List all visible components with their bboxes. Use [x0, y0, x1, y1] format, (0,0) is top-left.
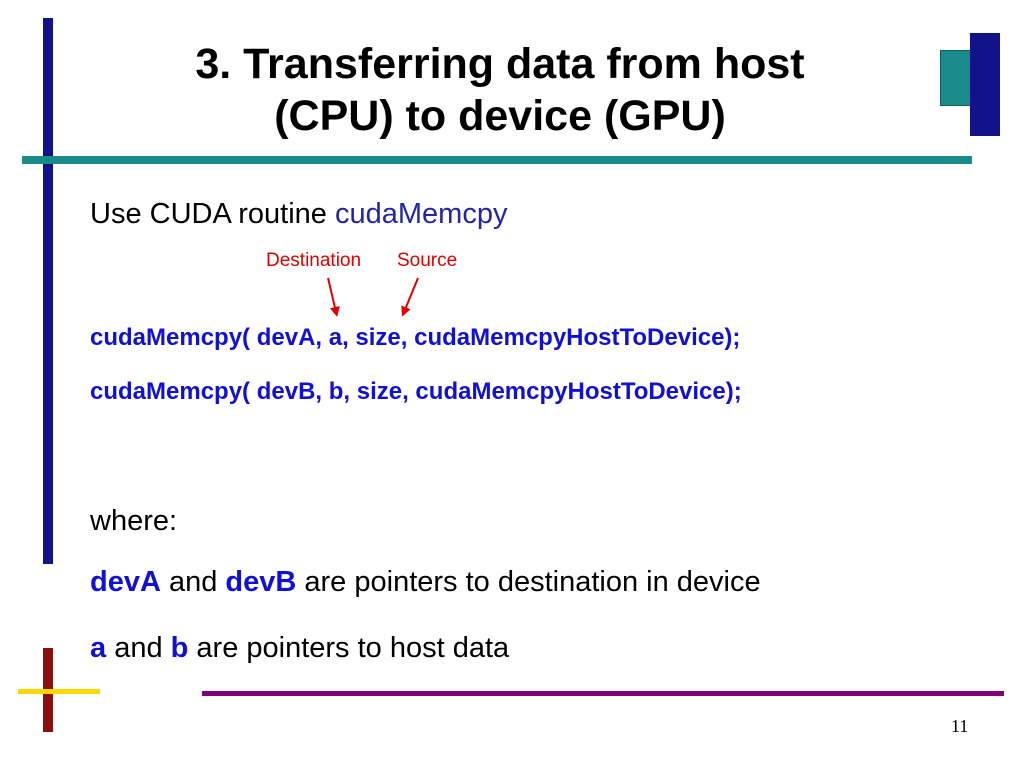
var-devB: devB: [225, 566, 297, 598]
intro-prefix: Use CUDA routine: [90, 198, 335, 230]
intro-text: Use CUDA routine cudaMemcpy: [90, 198, 507, 231]
var-b: b: [170, 632, 189, 664]
destination-arrow: [327, 277, 340, 317]
device-pointer-rest: are pointers to destination in device: [296, 566, 761, 598]
source-label: Source: [397, 250, 458, 271]
navy-bar-decoration: [970, 33, 1000, 136]
title-line-2: (CPU) to device (GPU): [274, 92, 726, 140]
var-a: a: [90, 632, 107, 664]
title-underline-bar: [22, 156, 972, 164]
destination-label: Destination: [266, 250, 362, 271]
var-devA: devA: [90, 566, 161, 598]
footer-purple-line: [202, 691, 1004, 696]
host-pointer-rest: are pointers to host data: [188, 632, 510, 664]
code-line-2: cudaMemcpy( devB, b, size, cudaMemcpyHos…: [90, 378, 742, 405]
host-pointer-explanation: a and b are pointers to host data: [90, 632, 509, 665]
annotation-arrows: [327, 277, 419, 317]
where-label: where:: [90, 505, 178, 537]
conj-and-2: and: [106, 632, 171, 664]
page-number: 11: [951, 716, 969, 736]
title-line-1: 3. Transferring data from host: [195, 40, 805, 88]
left-vertical-bar: [43, 18, 53, 564]
yellow-horizontal-bar: [18, 689, 100, 694]
conj-and: and: [160, 566, 226, 598]
intro-routine: cudaMemcpy: [335, 198, 508, 230]
device-pointer-explanation: devA and devB are pointers to destinatio…: [90, 566, 761, 599]
code-line-1: cudaMemcpy( devA, a, size, cudaMemcpyHos…: [90, 324, 741, 351]
source-arrow: [401, 277, 419, 317]
slide-title: 3. Transferring data from host (CPU) to …: [60, 38, 940, 142]
